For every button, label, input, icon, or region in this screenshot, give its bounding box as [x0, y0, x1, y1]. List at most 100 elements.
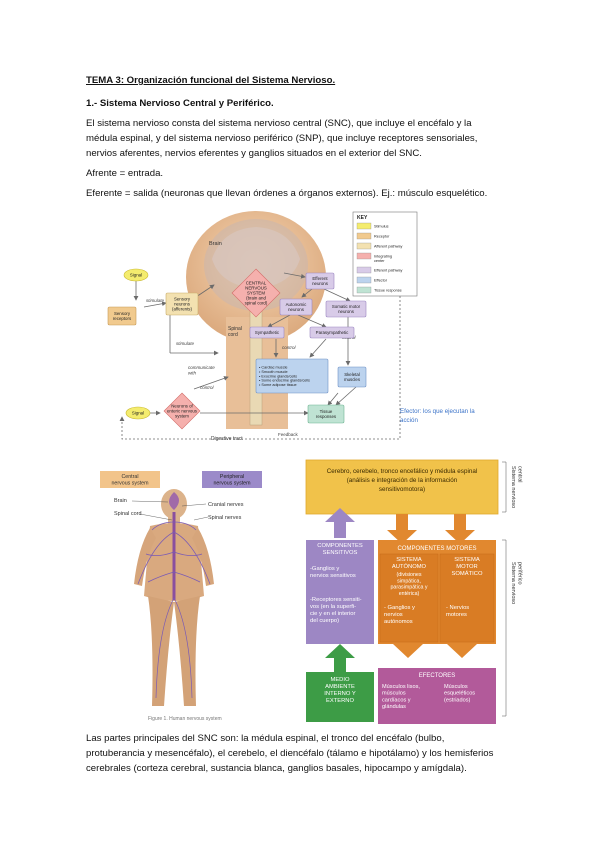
effectors-title: EFECTORES: [419, 673, 456, 679]
snc-snp-block-diagram: Cerebro, cerebelo, tronco encefálico y m…: [288, 458, 528, 726]
arrow-control-3: control: [200, 385, 215, 390]
fig2-spinal-nerves-label: Spinal nerves: [208, 515, 242, 521]
legend-item: Stimulus: [356, 222, 389, 230]
legend-item-label: Tissue response: [374, 289, 402, 293]
brain-label: Brain: [209, 241, 222, 247]
feedback-label: Feedback: [278, 432, 299, 437]
pns-tag-box: [202, 471, 262, 488]
sensory-body-2: -Receptores sensiti-vos (en la superfi-c…: [310, 597, 362, 624]
page-title: TEMA 3: Organización funcional del Siste…: [86, 75, 336, 86]
node-signal1: Signal: [123, 268, 149, 282]
arrow-effector-down-2: [447, 632, 477, 658]
arrow-stimulate-2: stimulate: [176, 341, 195, 346]
paragraph-4-line-2: protuberancia y mesencéfalo), el cerebel…: [86, 748, 494, 759]
arrow-env-up: [325, 644, 355, 672]
sensory-components-box: [306, 540, 374, 644]
cns-box-line-2: (análisis e integración de la informació…: [347, 477, 458, 484]
effector-note-line-1: Efector: los que ejecutan la: [400, 408, 475, 415]
side-label-peripheral: Sistema nerviosoperiférico: [510, 562, 523, 604]
paragraph-1-line-1: El sistema nervioso consta del sistema n…: [86, 118, 472, 129]
legend-item-label: Effector: [374, 279, 388, 283]
paragraph-efferent: Eferente = salida (neuronas que llevan ó…: [86, 188, 488, 199]
node-label-signal2: Signal: [132, 411, 144, 416]
environment-box: [306, 672, 374, 722]
fig2-brain-label: Brain: [114, 498, 127, 504]
legend-item-label: Receptor: [374, 235, 390, 239]
cns-box-line-1: Cerebro, cerebelo, tronco encefálico y m…: [327, 468, 478, 475]
legend-item: Receptor: [356, 232, 390, 240]
legend-item-label: Efferent pathway: [374, 269, 403, 273]
paragraph-4-line-3: cerebrales (corteza cerebral, sustancia …: [86, 763, 467, 774]
digestive-label: Digestive tract: [211, 436, 243, 442]
node-label-parasympathetic: Parasympathetic: [316, 330, 350, 335]
node-signal2: Signal: [125, 406, 151, 420]
fig2-spinal-label: Spinal cord: [114, 511, 142, 517]
arrow-control-1: control: [282, 345, 297, 350]
node-targets: • Cardiac muscle• Smooth muscle• Exocrin…: [255, 358, 329, 394]
cns-tag-box: [100, 471, 160, 488]
effectors-box: [378, 668, 496, 724]
effector-note-line-2: acción: [400, 417, 418, 424]
arrow-sensory-up: [325, 508, 355, 538]
paragraph-4-line-1: Las partes principales del SNC son: la m…: [86, 733, 445, 744]
head-illustration: [186, 211, 326, 429]
cns-box: [305, 459, 499, 515]
node-sympathetic: Sympathetic: [249, 326, 285, 339]
arrow-motor-down-1: [387, 514, 417, 544]
legend-item: Effector: [356, 276, 388, 284]
legend-title: KEY: [357, 215, 368, 221]
paragraph-1-line-2: médula espinal, y del sistema nervioso p…: [86, 133, 478, 144]
motor-title: COMPONENTES MOTORES: [398, 546, 477, 552]
cns-box-line-3: sensitivomotora): [379, 486, 425, 493]
legend-item: Afferent pathway: [356, 242, 403, 250]
section-heading: 1.- Sistema Nervioso Central y Periféric…: [86, 98, 274, 109]
fig2-cranial-label: Cranial nerves: [208, 502, 244, 508]
body-illustration: [134, 489, 214, 706]
node-label-signal1: Signal: [130, 273, 142, 278]
legend-item-label: Stimulus: [374, 225, 389, 229]
arrow-effector-down-1: [393, 632, 423, 658]
node-label-sympathetic: Sympathetic: [255, 330, 280, 335]
fig2-caption: Figure 1. Human nervous system: [148, 716, 222, 722]
legend-item-label: Afferent pathway: [374, 245, 403, 249]
arrow-motor-down-2: [445, 514, 475, 544]
arrow-stimulate-1: stimulate: [146, 298, 165, 303]
node-label-targets: • Cardiac muscle• Smooth muscle• Exocrin…: [259, 366, 310, 387]
paragraph-afferent: Afrente = entrada.: [86, 168, 164, 179]
paragraph-1-line-3: nervios aferentes, nervios eferentes y g…: [86, 148, 422, 159]
legend-item: Efferent pathway: [356, 266, 403, 274]
legend-item: Tissue response: [356, 286, 402, 294]
